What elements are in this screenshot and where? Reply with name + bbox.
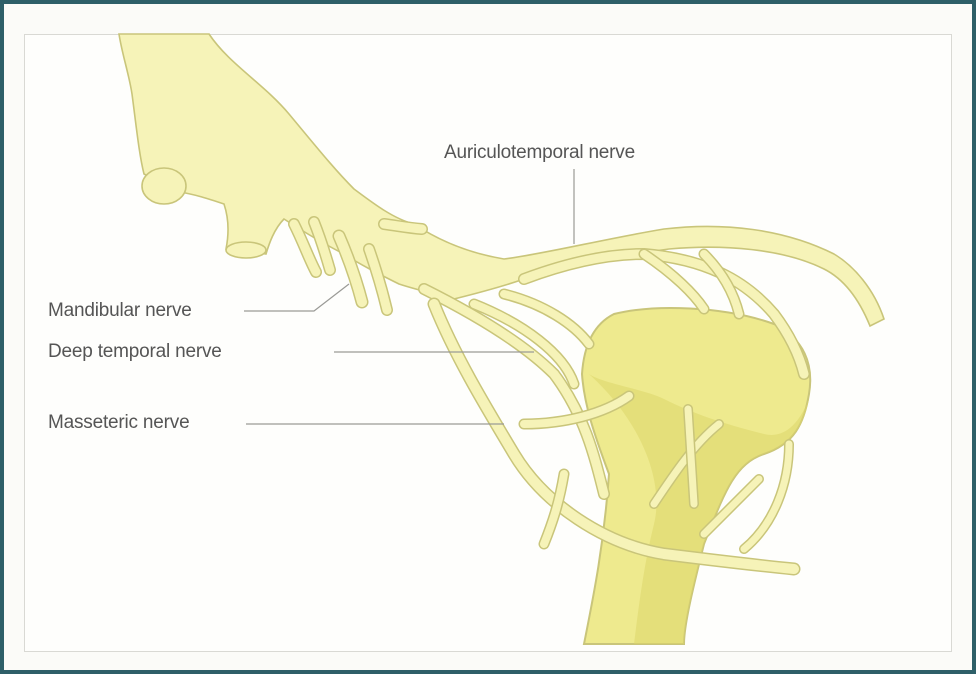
mandibular-leader [244, 284, 349, 311]
page: Auriculotemporal nerve Mandibular nerve … [4, 4, 972, 670]
masseteric-nerve-label: Masseteric nerve [48, 412, 189, 434]
cut-nerve-end [142, 168, 186, 204]
deep-temporal-nerve-label: Deep temporal nerve [48, 341, 222, 363]
mandibular-nerve-label: Mandibular nerve [48, 300, 192, 322]
cut-nerve-end [226, 242, 266, 258]
mandibular-nerve-illustration [4, 4, 972, 670]
nerve-trunk [119, 34, 884, 326]
auriculotemporal-nerve-label: Auriculotemporal nerve [444, 142, 635, 164]
